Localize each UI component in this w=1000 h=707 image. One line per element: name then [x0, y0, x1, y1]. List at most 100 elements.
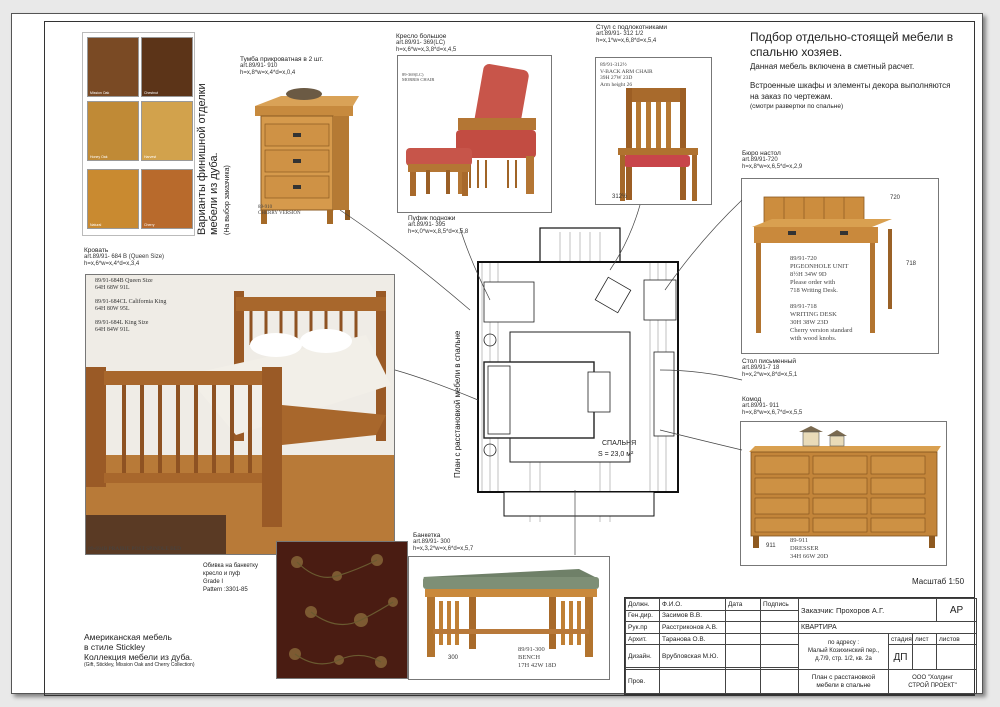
tb-person-1: Засимов В.В. — [659, 609, 726, 623]
tb-hdr-signature: Подпись — [760, 598, 799, 611]
nightstand-dims: h=x,8*w=x,4*d=x,0,4 — [240, 70, 296, 76]
note-see: (смотри развертки по спальне) — [750, 103, 844, 110]
tb-role-2: Рук.пр — [625, 621, 660, 634]
finish-swatch-label: Honey Oak — [90, 155, 108, 159]
bench-dims: h=x,3,2*w=x,6*d=x,5,7 — [413, 546, 474, 552]
floor-plan-drawing — [477, 227, 679, 522]
tb-company: ООО "Холдинг СТРОЙ ПРОЕКТ" — [887, 669, 978, 694]
page-title: Подбор отдельно-стоящей мебели в спальню… — [750, 30, 954, 59]
tb-hdr-name: Ф.И.О. — [659, 598, 726, 611]
armchair-art: art.89/91- 312 1/2 — [596, 31, 644, 37]
tb-stage-header: стадия — [888, 632, 913, 646]
bench-code: 300 — [448, 655, 459, 661]
tb-drawing: План с расстановкой мебели в спальне — [798, 669, 889, 694]
armchair-photo — [595, 57, 712, 205]
tb-person-3: Таранова О.В. — [659, 632, 726, 646]
dresser-label: Комод art.89/91- 911 h=x,8*w=x,6,7*d=x,5… — [742, 396, 802, 417]
dresser-name: Комод — [742, 396, 762, 403]
nightstand-label: Тумба прикроватная в 2 шт. art.89/91- 91… — [240, 56, 323, 77]
fabric-text: Обивка на банкетку кресло и пуф Grade I … — [203, 563, 258, 593]
writing-desk-illustration — [752, 196, 892, 333]
desk-art: art.89/91-7 18 — [742, 365, 780, 371]
bench-caption: 89/91-300 BENCH 17H 42W 18D — [518, 646, 557, 669]
finish-swatch: Cherry — [141, 169, 193, 229]
armchair-illustration — [618, 88, 698, 201]
chair-big-dims: h=x,6*w=x,3,8*d=x,4,5 — [396, 47, 457, 53]
finishes-subtitle: (На выбор заказчика) — [224, 165, 231, 235]
drawing-frame — [44, 21, 975, 696]
collection-text: Американская мебель в стиле Stickley Кол… — [84, 632, 195, 668]
bureau-name: Бюро настол — [742, 150, 781, 157]
bureau-code-718: 718 — [906, 261, 917, 267]
armchair-name: Стул с подлокотниками — [596, 24, 668, 31]
tb-hdr-position: Должн. — [625, 598, 660, 611]
dresser-illustration — [749, 426, 941, 548]
tb-object: КВАРТИРА — [797, 621, 978, 634]
finish-swatch: Chestnut — [141, 37, 193, 97]
fabric-pattern — [289, 554, 398, 668]
bed-dims: h=x,6*w=x,4*d=x,3,4 — [84, 261, 140, 267]
dresser-dims: h=x,8*w=x,6,7*d=x,5,5 — [742, 410, 803, 416]
tb-sheets-header: листов — [936, 632, 978, 646]
bed-label: Кровать art.89/91- 684 B (Queen Size) h=… — [84, 247, 164, 268]
tb-role-3: Архит. — [625, 632, 660, 646]
bureau-caption-2: 89/91-718 WRITING DESK 30H 38W 23D Cherr… — [790, 303, 853, 342]
page-header: Подбор отдельно-стоящей мебели в спальню… — [750, 30, 960, 110]
collection-line-3: Коллекция мебели из дуба. — [84, 652, 193, 662]
note-estimate: Данная мебель включена в сметный расчет. — [750, 62, 915, 71]
tb-address: по адресу : Малый Козихинский пер., д.7/… — [798, 632, 889, 671]
nightstand-illustration — [255, 88, 359, 224]
bed-art: art.89/91- 684 B (Queen Size) — [84, 254, 165, 260]
nightstand-art: art.89/91- 910 — [240, 63, 278, 69]
desk-name: Стол письменный — [742, 358, 797, 365]
dresser-art: art.89/91- 911 — [742, 403, 779, 409]
tb-person-2: Расстриконов А.В. — [659, 621, 726, 634]
armchair-dims: h=x,1*w=x,6,8*d=x,5,4 — [596, 38, 657, 44]
collection-line-1: Американская мебель — [84, 632, 172, 642]
floor-plan — [470, 222, 698, 526]
dresser-photo — [740, 421, 947, 566]
tb-person-4: Врубловская М.Ю. — [659, 644, 726, 668]
tb-customer: Заказчик: Прохоров А.Г. — [797, 597, 938, 623]
armchair-caption: 89/91-312½ V-BACK ARM CHAIR 39H 27W 23D … — [600, 62, 653, 88]
bench-illustration — [423, 569, 599, 657]
tb-role-check: Пров. — [625, 669, 660, 694]
dresser-code: 911 — [766, 543, 776, 549]
tb-role-4: Дизайн. — [625, 644, 660, 668]
footstool-label: Пуфик подножи art.89/91- 395 h=x,0*w=x,8… — [408, 215, 468, 236]
chair-big-label: Кресло большое art.89/91- 369(LC) h=x,6*… — [396, 33, 456, 54]
bureau-art: art.89/91-720 — [742, 157, 778, 163]
finish-swatch: Harvest — [141, 101, 193, 161]
bureau-label: Бюро настол art.89/91-720 h=x,8*w=x,6,5*… — [742, 150, 802, 171]
bed-name: Кровать — [84, 247, 109, 254]
chair-big-caption: 89-369(LC) MORRIS CHAIR — [402, 72, 435, 82]
finish-swatch-label: Harvest — [144, 155, 157, 159]
bed-caption: 89/91-684B Queen Size 64H 68W 91L 89/91-… — [95, 278, 167, 333]
title-block: Должн. Ф.И.О. Дата Подпись Заказчик: Про… — [624, 597, 978, 695]
chair-big-photo — [397, 55, 552, 213]
fabric-swatch — [276, 541, 408, 679]
collection-line-4: (Gift, Stickley, Mission Oak and Cherry … — [84, 662, 195, 668]
armchair-label: Стул с подлокотниками art.89/91- 312 1/2… — [596, 24, 667, 45]
bench-photo — [408, 556, 610, 680]
room-name: СПАЛЬНЯ — [602, 440, 637, 447]
plan-vertical-label: План с расстановкой мебели в спальне — [453, 330, 462, 478]
finish-swatch: Natural — [87, 169, 139, 229]
finish-swatch: Honey Oak — [87, 101, 139, 161]
footstool-dims: h=x,0*w=x,8,5*d=x,5,8 — [408, 229, 469, 235]
desk-dims: h=x,2*w=x,8*d=x,5,1 — [742, 372, 798, 378]
chair-big-name: Кресло большое — [396, 33, 447, 40]
finish-swatch-label: Mission Oak — [90, 91, 110, 95]
bureau-dims: h=x,8*w=x,6,5*d=x,2,9 — [742, 164, 803, 170]
nightstand-name: Тумба прикроватная в 2 шт. — [240, 56, 324, 63]
room-area: S = 23,0 м² — [598, 451, 634, 458]
tb-stage: ДП — [888, 644, 913, 670]
finishes-title: Варианты финишной отделки мебели из дуба… — [196, 35, 234, 235]
armchair-code: 312½ — [612, 194, 628, 200]
tb-section: АР — [936, 597, 978, 623]
chair-big-art: art.89/91- 369(LC) — [396, 40, 446, 46]
bureau-photo — [741, 178, 939, 354]
bureau-code-720: 720 — [890, 195, 901, 201]
note-builtin: Встроенные шкафы и элементы декора выпол… — [750, 81, 951, 101]
scale-label: Масштаб 1:50 — [912, 577, 965, 586]
